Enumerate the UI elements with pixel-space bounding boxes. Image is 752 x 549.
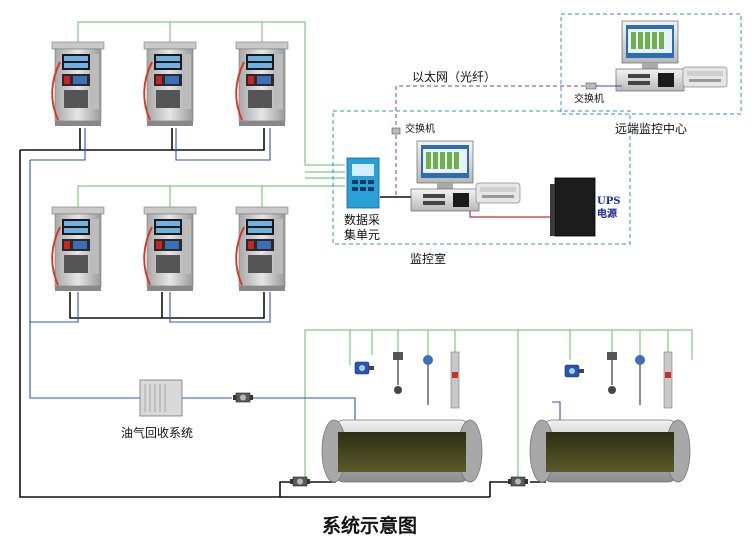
vapor-recovery-unit <box>139 379 183 417</box>
local-switch-label: 交换机 <box>405 124 435 135</box>
monitor-room-label: 监控室 <box>410 252 447 266</box>
dispenser <box>235 41 289 127</box>
tank-valve <box>289 476 311 487</box>
daq-label-line1: 数据采 <box>344 213 381 227</box>
dispenser <box>143 206 197 292</box>
signal-wiring <box>77 21 693 480</box>
monitor-room-computer <box>410 140 480 212</box>
dispenser <box>51 206 105 292</box>
ethernet-label: 以太网（光纤） <box>412 70 497 84</box>
tank-probe <box>450 351 460 409</box>
tank-probe <box>663 351 673 409</box>
pipeline <box>19 128 546 498</box>
tank-sensor <box>354 361 375 375</box>
remote-switch-label: 交换机 <box>574 94 604 105</box>
daq-label-line2: 集单元 <box>344 228 381 242</box>
figure-title: 系统示意图 <box>322 515 418 537</box>
tank-valve <box>507 476 529 487</box>
tank-probe <box>607 352 617 394</box>
vapor-valve <box>232 392 254 403</box>
tank-probe <box>635 355 645 405</box>
dispenser <box>51 41 105 127</box>
ups-label-line2: 电源 <box>597 209 617 220</box>
ups-label-line1: UPS <box>597 196 621 207</box>
tank-sensor <box>564 364 585 378</box>
remote-switch <box>585 82 597 90</box>
monitor-room-printer <box>475 182 521 204</box>
ups-cable <box>469 205 555 218</box>
storage-tank <box>321 419 483 483</box>
tank-probe <box>423 355 433 405</box>
data-acquisition-unit <box>346 157 380 209</box>
ups-unit <box>550 177 596 237</box>
local-switch <box>391 127 401 135</box>
data-wiring <box>29 128 561 420</box>
tank-probe <box>393 352 403 394</box>
storage-tank <box>529 419 691 483</box>
remote-center-printer <box>682 66 728 88</box>
remote-center-label: 远端监控中心 <box>615 122 688 136</box>
vapor-recovery-label: 油气回收系统 <box>121 426 194 440</box>
monitor-room-box <box>332 110 631 245</box>
dispenser <box>235 206 289 292</box>
remote-center-computer <box>615 20 685 92</box>
ethernet-link <box>395 85 590 195</box>
dispenser <box>143 41 197 127</box>
